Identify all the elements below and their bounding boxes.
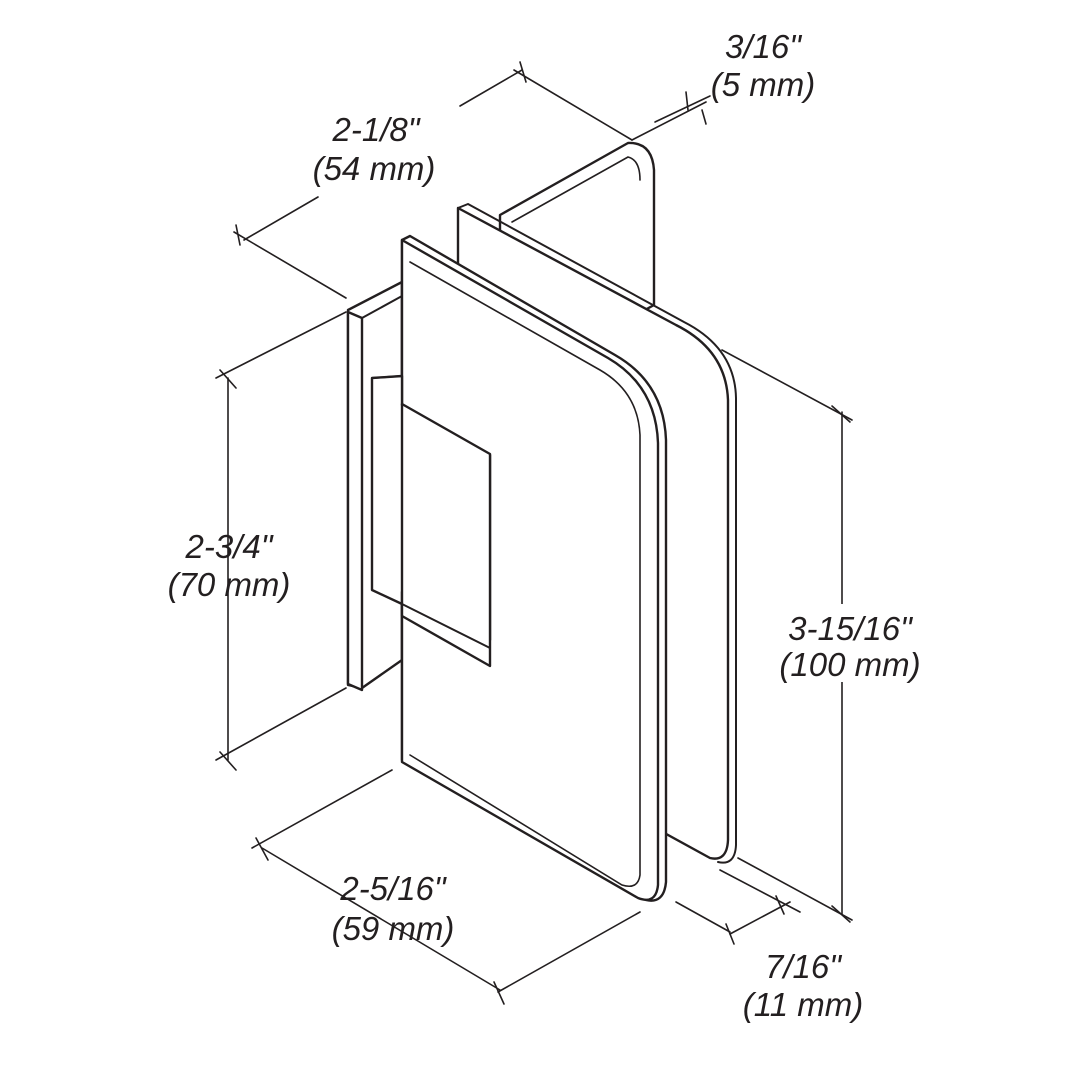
glass-thickness-metric-label: (5 mm) [711,66,815,103]
width-imperial-label: 2-5/16" [339,870,447,907]
depth-imperial-label: 2-1/8" [332,111,421,148]
dim-plate-thickness-lines [675,869,801,945]
dim-width-lines [251,769,641,1005]
depth-metric-label: (54 mm) [313,150,436,187]
width-metric-label: (59 mm) [332,910,455,947]
overall-height-metric-label: (100 mm) [779,646,920,683]
glass-thickness-imperial-label: 3/16" [725,28,802,65]
hinge-knuckle [370,374,492,668]
overall-height-imperial-label: 3-15/16" [788,610,913,647]
wall-plate-height-metric-label: (70 mm) [168,566,291,603]
plate-thickness-imperial-label: 7/16" [765,948,842,985]
dim-wall-plate-height-lines [215,311,347,771]
plate-thickness-metric-label: (11 mm) [743,986,863,1023]
dim-depth-lines [233,196,347,299]
overall-height-label-knockout [800,604,896,682]
front-clamp-plate [400,234,668,902]
wall-plate-height-imperial-label: 2-3/4" [185,528,274,565]
dim-glass-thickness-lines [459,61,711,141]
